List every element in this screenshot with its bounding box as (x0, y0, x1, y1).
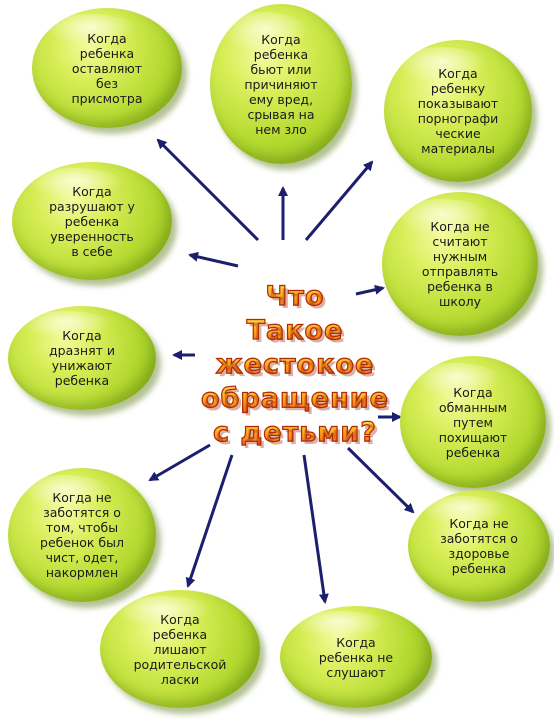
bubble-neglect-care: Когда не заботятся о том, чтобы ребенок … (8, 468, 156, 602)
bubble-beaten-text: Когда ребенка бьют или причиняют ему вре… (244, 31, 318, 137)
arrow-to-bubble-8 (148, 443, 211, 482)
title-line-1: Что (180, 280, 410, 314)
bubble-not-listened-text: Когда ребенка не слушают (318, 634, 394, 680)
bubble-school: Когда не считают нужным отправлять ребен… (382, 192, 538, 336)
arrow-to-bubble-3 (304, 160, 374, 241)
bubble-abduction-text: Когда обманным путем похищают ребенка (438, 384, 508, 460)
arrow-to-bubble-5 (355, 284, 385, 296)
arrow-to-bubble-11 (302, 454, 329, 604)
bubble-beaten: Когда ребенка бьют или причиняют ему вре… (210, 4, 352, 164)
bubble-affection: Когда ребенка лишают родительской ласки (100, 590, 260, 708)
bubble-health-text: Когда не заботятся о здоровье ребенка (440, 516, 518, 576)
bubble-pornography: Когда ребенку показывают порнографи ческ… (384, 40, 532, 182)
bubble-neglect-care-text: Когда не заботятся о том, чтобы ребенок … (40, 490, 124, 580)
arrow-to-bubble-9 (346, 446, 415, 514)
bubble-confidence-text: Когда разрушают у ребенка уверенность в … (49, 183, 135, 259)
bubble-teasing-text: Когда дразнят и унижают ребенка (49, 328, 115, 388)
title-line-4: обращение (180, 382, 410, 416)
bubble-abduction: Когда обманным путем похищают ребенка (400, 356, 546, 488)
bubble-teasing: Когда дразнят и унижают ребенка (8, 306, 156, 410)
bubble-unsupervised: Когда ребенка оставляют без присмотра (32, 8, 182, 128)
bubble-affection-text: Когда ребенка лишают родительской ласки (133, 611, 227, 687)
arrow-to-bubble-10 (185, 454, 234, 588)
title-line-3: жестокое (180, 348, 410, 382)
title-line-5: с детьми? (180, 416, 410, 450)
bubble-not-listened: Когда ребенка не слушают (280, 606, 432, 708)
bubble-pornography-text: Когда ребенку показывают порнографи ческ… (417, 66, 499, 156)
bubble-school-text: Когда не считают нужным отправлять ребен… (421, 219, 499, 309)
title-line-2: Такое (180, 314, 410, 348)
arrow-to-bubble-4 (188, 251, 239, 268)
arrow-to-bubble-1 (156, 138, 260, 242)
center-title: Что Такое жестокое обращение с детьми? (180, 280, 410, 470)
bubble-health: Когда не заботятся о здоровье ребенка (408, 490, 550, 602)
bubble-unsupervised-text: Когда ребенка оставляют без присмотра (71, 30, 143, 106)
bubble-confidence: Когда разрушают у ребенка уверенность в … (12, 162, 172, 280)
